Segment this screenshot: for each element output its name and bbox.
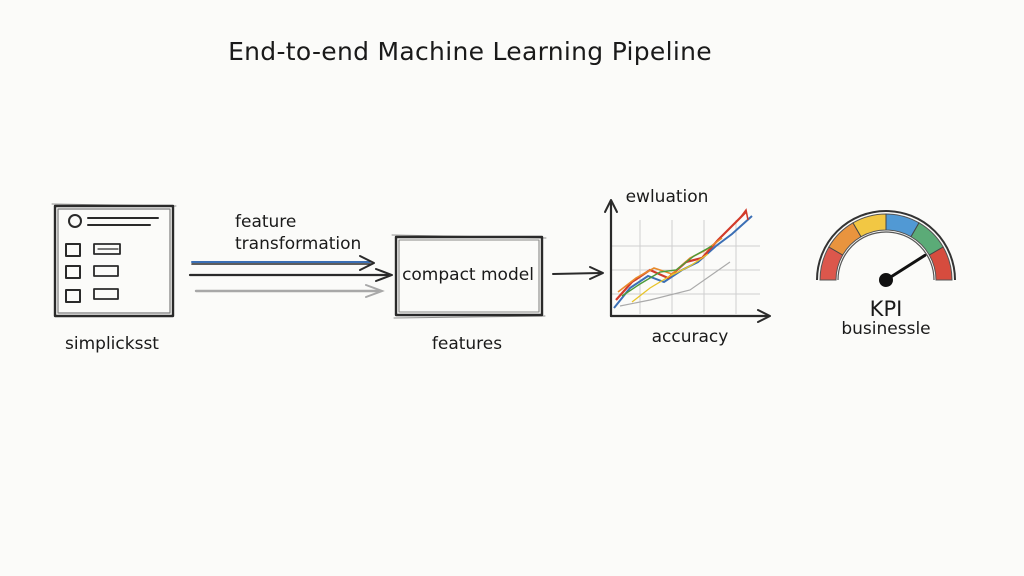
gauge-needle — [884, 253, 927, 282]
dataset-label: simplicksst — [65, 334, 159, 354]
kpi-label: KPI — [870, 297, 903, 321]
kpi-gauge-icon — [816, 210, 956, 287]
diagram-title: End-to-end Machine Learning Pipeline — [228, 37, 712, 66]
transformation-label-line1: feature — [235, 212, 296, 232]
gauge-segment — [928, 246, 953, 281]
gauge-rim — [816, 210, 956, 281]
accuracy-label: accuracy — [652, 327, 729, 347]
model-box — [391, 234, 547, 319]
transformation-label-line2: transformation — [235, 234, 361, 254]
gauge-inner-arc — [837, 231, 935, 281]
transformation-arrows — [188, 255, 393, 298]
gauge-hub — [879, 273, 893, 287]
kpi-sub-label: businessle — [841, 319, 930, 339]
dataset-form-icon — [51, 203, 177, 318]
model-sub-label: features — [432, 334, 502, 354]
evaluation-chart — [604, 199, 771, 323]
model-to-evaluation-arrow — [552, 266, 604, 280]
model-box-label: compact model — [402, 265, 534, 285]
evaluation-label: ewluation — [626, 187, 709, 207]
